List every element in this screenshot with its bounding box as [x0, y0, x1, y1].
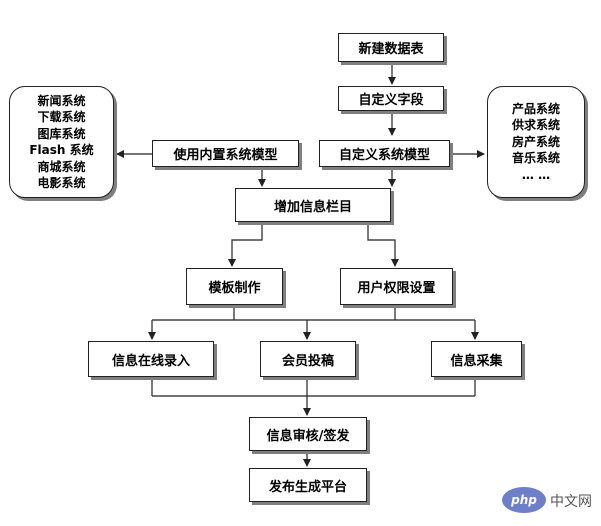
system-item: 商城系统 [37, 159, 86, 174]
node-builtin-model: 使用内置系统模型 [152, 140, 299, 167]
builtin-systems-list: 新闻系统 下载系统 图库系统 Flash 系统 商城系统 电影系统 [9, 86, 114, 198]
node-add-column: 增加信息栏目 [235, 188, 391, 222]
system-item: 音乐系统 [511, 151, 560, 166]
system-item: … … [521, 167, 551, 182]
watermark-text: 中文网 [550, 494, 592, 510]
watermark: php 中文网 [502, 483, 600, 525]
system-item: 图库系统 [37, 126, 86, 141]
node-publish: 发布生成平台 [249, 468, 367, 502]
node-online-entry: 信息在线录入 [88, 341, 214, 377]
node-collect: 信息采集 [431, 341, 522, 377]
system-item: 电影系统 [37, 176, 86, 190]
system-item: 房产系统 [511, 134, 560, 149]
node-review: 信息审核/签发 [249, 417, 367, 451]
node-template: 模板制作 [186, 268, 283, 305]
custom-systems-list: 产品系统 供求系统 房产系统 音乐系统 … … [487, 86, 585, 198]
node-new-table: 新建数据表 [338, 33, 444, 62]
system-item: Flash 系统 [29, 143, 94, 157]
node-member-submit: 会员投稿 [260, 341, 356, 377]
node-permission: 用户权限设置 [340, 268, 453, 305]
php-logo-icon: php [502, 487, 546, 513]
system-item: 产品系统 [511, 101, 560, 116]
system-item: 下载系统 [37, 110, 86, 124]
system-item: 新闻系统 [37, 93, 86, 108]
node-custom-model: 自定义系统模型 [319, 140, 450, 167]
system-item: 供求系统 [511, 118, 560, 133]
node-custom-field: 自定义字段 [338, 86, 444, 111]
